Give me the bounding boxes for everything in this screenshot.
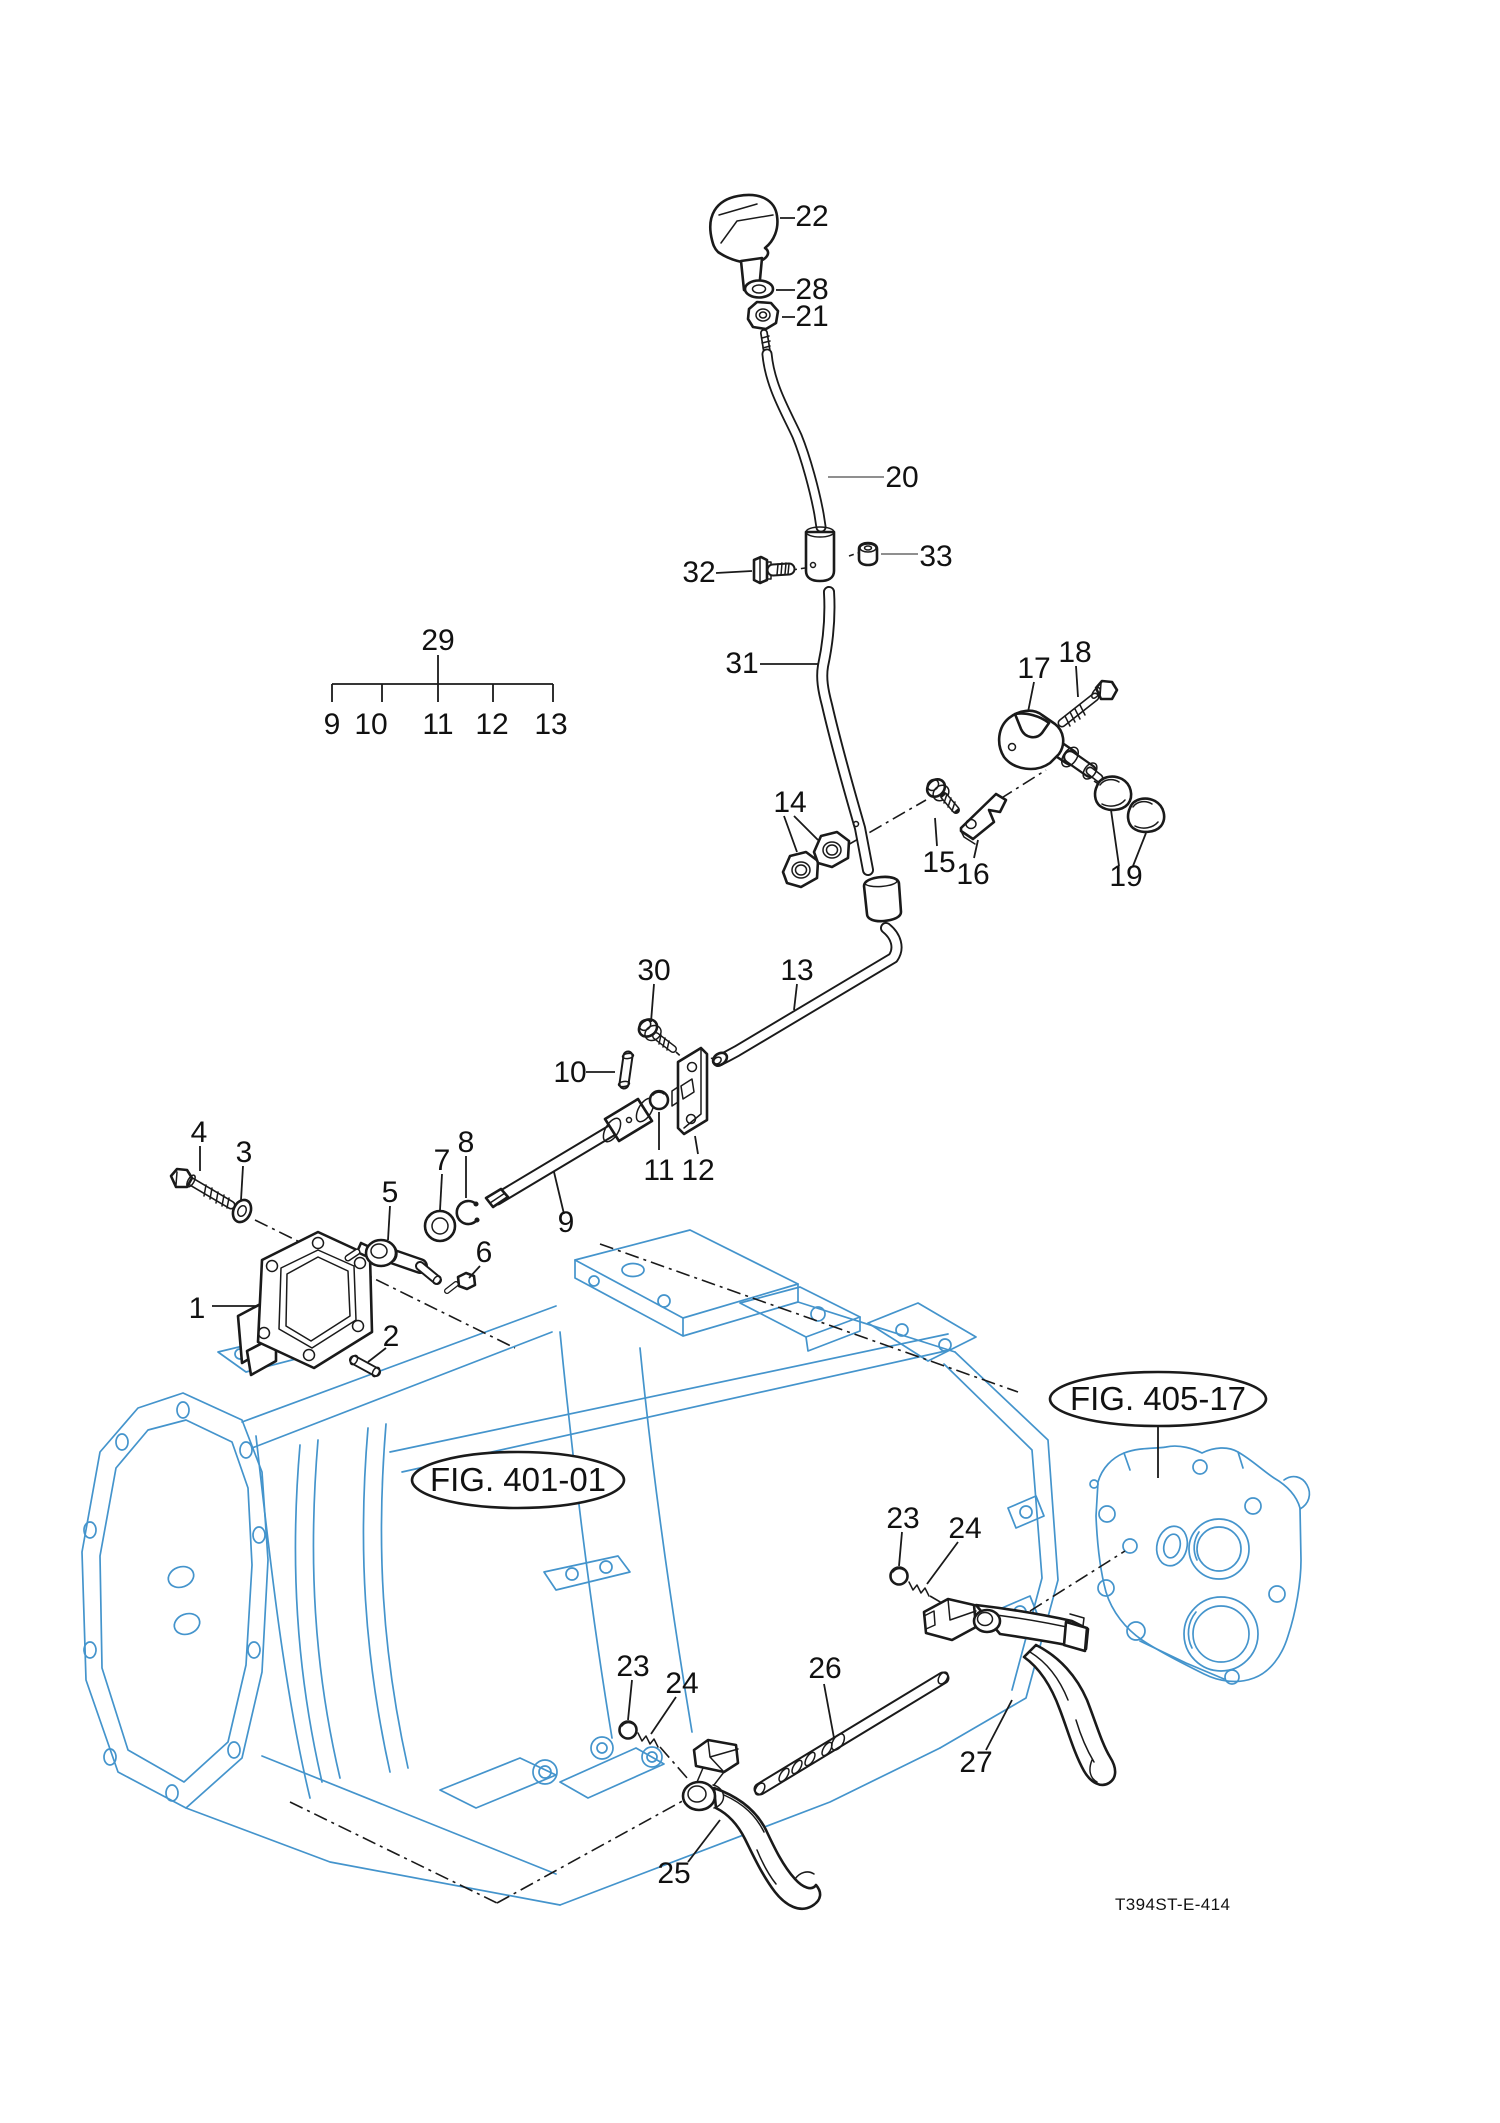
group-bracket-29 <box>331 655 554 702</box>
label-part-9: 9 <box>558 1206 575 1239</box>
rear-cover-plate-drawing <box>1089 1445 1311 1685</box>
label-part-32: 32 <box>682 556 715 589</box>
label-part-4: 4 <box>191 1116 208 1149</box>
part-2-pin <box>349 1354 381 1378</box>
label-part-23-left: 23 <box>616 1650 649 1683</box>
label-part-24-left: 24 <box>665 1667 698 1700</box>
label-part-24-right: 24 <box>948 1512 981 1545</box>
part-10-pin <box>617 1050 635 1090</box>
label-part-31: 31 <box>725 647 758 680</box>
part-24-spring-right <box>908 1581 930 1597</box>
bracket-29-item-11: 11 <box>422 708 453 741</box>
part-20-shift-lever-upper <box>760 329 836 583</box>
part-17-clevis-yoke <box>997 709 1104 783</box>
label-part-17: 17 <box>1017 652 1050 685</box>
reference-lines <box>254 552 1126 1904</box>
part-25-shift-fork-left <box>681 1738 822 1911</box>
part-1-shift-cover-housing <box>236 1230 374 1377</box>
part-16-lock-plate <box>959 792 1008 845</box>
bracket-29-item-13: 13 <box>534 708 567 741</box>
part-28-washer <box>743 279 775 299</box>
label-part-27: 27 <box>959 1746 992 1779</box>
figure-ref-405-label: FIG. 405-17 <box>1070 1380 1246 1417</box>
label-part-15: 15 <box>922 846 955 879</box>
part-21-nut <box>746 300 780 331</box>
part-9-shift-shaft <box>484 1097 655 1209</box>
label-part-25: 25 <box>657 1857 690 1890</box>
part-14-nuts <box>781 830 851 889</box>
part-13-shift-rod <box>711 922 903 1067</box>
part-number-labels: 1 2 3 4 5 6 7 8 9 10 11 12 13 14 15 16 1… <box>189 200 1143 1890</box>
label-part-13: 13 <box>780 954 813 987</box>
label-part-12: 12 <box>681 1154 714 1187</box>
label-part-22: 22 <box>795 200 828 233</box>
label-part-8: 8 <box>458 1126 475 1159</box>
transmission-case-drawing <box>81 1229 1059 1906</box>
part-23-ball-left <box>618 1720 638 1740</box>
label-part-33: 33 <box>919 540 952 573</box>
bracket-29-item-12: 12 <box>475 708 508 741</box>
label-part-20: 20 <box>885 461 918 494</box>
part-4-bolt <box>169 1167 236 1210</box>
part-19-bushings <box>1093 775 1166 834</box>
part-15-screw <box>925 777 960 814</box>
figure-ref-401: FIG. 401-01 <box>410 1450 626 1510</box>
label-part-21: 21 <box>795 300 828 333</box>
part-8-snap-ring <box>455 1199 480 1226</box>
label-part-7: 7 <box>434 1144 451 1177</box>
label-part-14: 14 <box>773 786 806 819</box>
label-part-10: 10 <box>553 1056 586 1089</box>
label-part-3: 3 <box>236 1136 253 1169</box>
label-part-19: 19 <box>1109 860 1142 893</box>
part-5-shift-arm <box>344 1238 442 1285</box>
label-part-2: 2 <box>383 1320 400 1353</box>
label-part-11: 11 <box>643 1154 674 1187</box>
label-part-26: 26 <box>808 1652 841 1685</box>
part-12-plate <box>671 1046 709 1136</box>
label-part-5: 5 <box>382 1176 399 1209</box>
label-part-16: 16 <box>956 858 989 891</box>
part-11-ball <box>648 1089 670 1111</box>
bracket-29-item-9: 9 <box>324 708 341 741</box>
label-part-1: 1 <box>189 1292 206 1325</box>
label-part-28: 28 <box>795 273 828 306</box>
part-33-nut <box>857 541 879 567</box>
label-part-30: 30 <box>637 954 670 987</box>
part-30-screw <box>637 1018 677 1053</box>
label-part-29: 29 <box>421 624 454 657</box>
bracket-29-item-10: 10 <box>354 708 387 741</box>
part-24-spring-left <box>637 1732 659 1748</box>
part-7-oil-seal <box>423 1209 457 1243</box>
label-part-6: 6 <box>476 1236 493 1269</box>
part-18-bolt <box>1057 679 1119 728</box>
label-part-23-right: 23 <box>886 1502 919 1535</box>
part-27-shift-fork-right <box>922 1597 1117 1787</box>
part-31-shift-lever-lower <box>816 586 903 923</box>
figure-ref-401-label: FIG. 401-01 <box>430 1461 606 1498</box>
drawing-code: T394ST-E-414 <box>1115 1895 1230 1914</box>
figure-ref-405: FIG. 405-17 <box>1048 1370 1268 1428</box>
part-32-bolt <box>752 555 796 585</box>
part-26-fork-rail <box>753 1671 950 1796</box>
part-22-shift-knob <box>709 193 779 295</box>
leader-lines <box>199 217 1159 1863</box>
part-23-ball-right <box>889 1566 909 1586</box>
part-3-washer <box>231 1198 253 1224</box>
label-part-18: 18 <box>1058 636 1091 669</box>
